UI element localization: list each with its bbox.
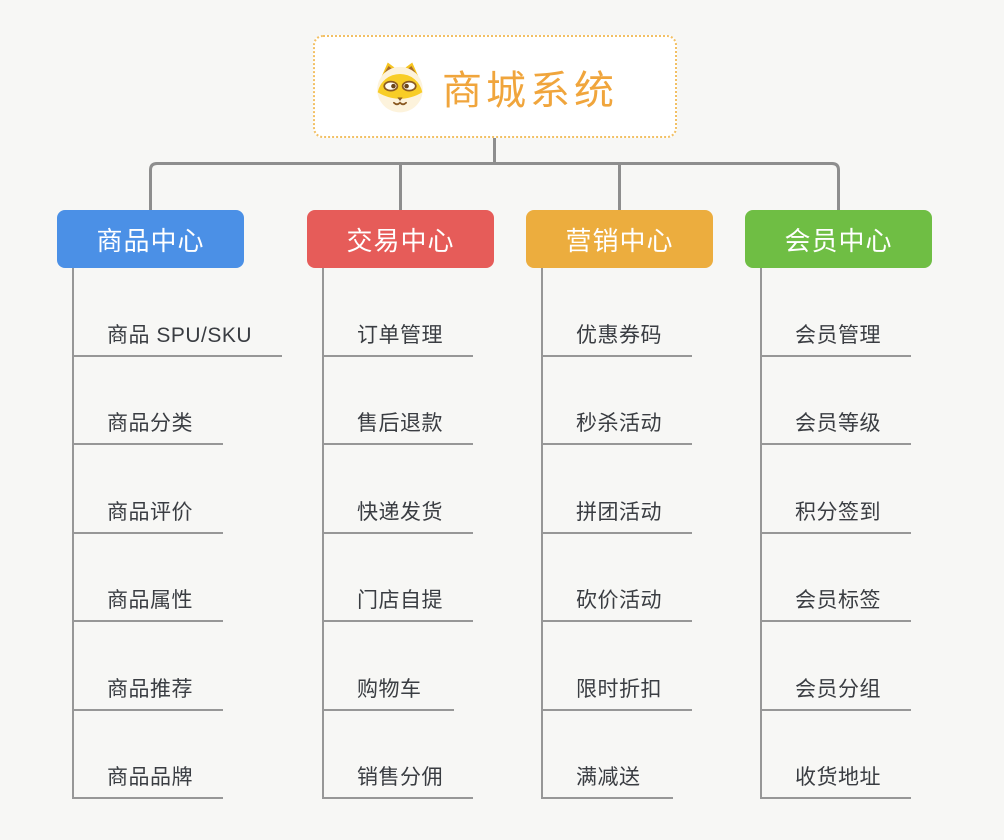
leaf-node[interactable]: 快递发货: [324, 445, 473, 534]
bus-line: [149, 162, 840, 210]
branch-list-member: 会员管理会员等级积分签到会员标签会员分组收货地址: [760, 268, 932, 799]
branch-list-trade: 订单管理售后退款快递发货门店自提购物车销售分佣: [322, 268, 494, 799]
leaf-node[interactable]: 会员标签: [762, 534, 911, 622]
leaf-node[interactable]: 商品属性: [74, 534, 223, 622]
branch-header-member[interactable]: 会员中心: [745, 210, 932, 268]
branch-header-product[interactable]: 商品中心: [57, 210, 244, 268]
root-node[interactable]: 商城系统: [313, 35, 677, 138]
leaf-node[interactable]: 收货地址: [762, 711, 911, 799]
leaf-node[interactable]: 秒杀活动: [543, 357, 692, 445]
leaf-node[interactable]: 限时折扣: [543, 622, 692, 711]
leaf-node[interactable]: 商品分类: [74, 357, 223, 445]
root-title: 商城系统: [442, 68, 618, 113]
leaf-node[interactable]: 售后退款: [324, 357, 473, 445]
branch-list-marketing: 优惠券码秒杀活动拼团活动砍价活动限时折扣满减送: [541, 268, 713, 799]
leaf-node[interactable]: 购物车: [324, 622, 454, 711]
leaf-node[interactable]: 砍价活动: [543, 534, 692, 622]
branch-member: 会员中心 会员管理会员等级积分签到会员标签会员分组收货地址: [745, 210, 932, 799]
leaf-node[interactable]: 商品品牌: [74, 711, 223, 799]
leaf-node[interactable]: 商品评价: [74, 445, 223, 534]
leaf-node[interactable]: 积分签到: [762, 445, 911, 534]
branch-header-marketing[interactable]: 营销中心: [526, 210, 713, 268]
leaf-node[interactable]: 优惠券码: [543, 268, 692, 357]
leaf-node[interactable]: 销售分佣: [324, 711, 473, 799]
branch-trade: 交易中心 订单管理售后退款快递发货门店自提购物车销售分佣: [307, 210, 494, 799]
leaf-node[interactable]: 门店自提: [324, 534, 473, 622]
leaf-node[interactable]: 订单管理: [324, 268, 473, 357]
leaf-node[interactable]: 会员分组: [762, 622, 911, 711]
leaf-node[interactable]: 会员等级: [762, 357, 911, 445]
branch-marketing: 营销中心 优惠券码秒杀活动拼团活动砍价活动限时折扣满减送: [526, 210, 713, 799]
dog-face-icon: [377, 62, 423, 112]
leaf-node[interactable]: 商品推荐: [74, 622, 223, 711]
leaf-node[interactable]: 拼团活动: [543, 445, 692, 534]
leaf-node[interactable]: 满减送: [543, 711, 673, 799]
branch-header-trade[interactable]: 交易中心: [307, 210, 494, 268]
leaf-node[interactable]: 会员管理: [762, 268, 911, 357]
leaf-node[interactable]: 商品 SPU/SKU: [74, 268, 283, 357]
